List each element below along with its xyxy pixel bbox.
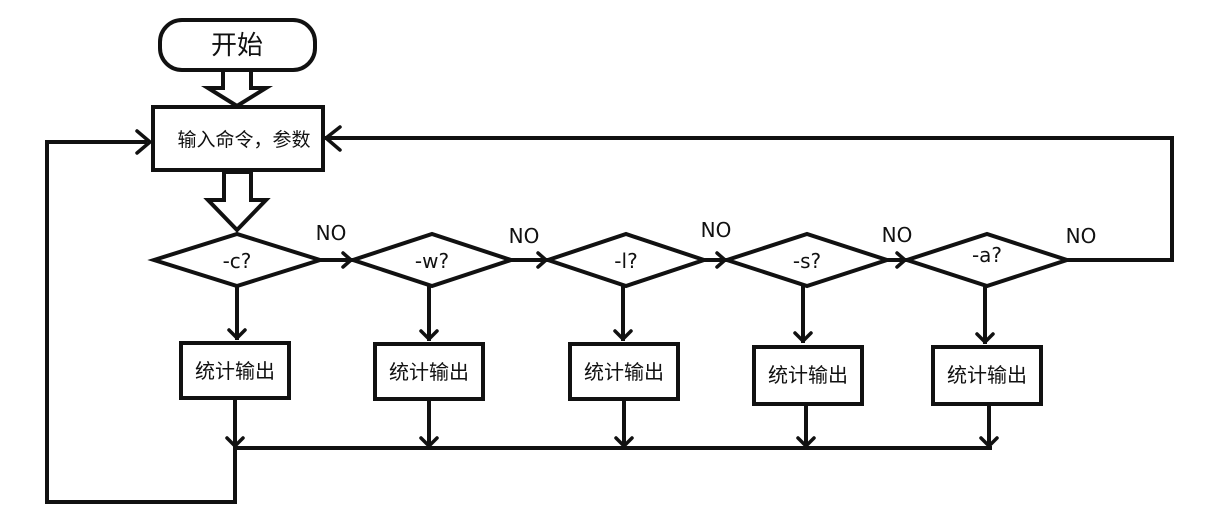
start-label: 开始: [211, 31, 263, 61]
no-arrowhead-s-a: [895, 251, 907, 269]
yes-arrowhead-c: [227, 328, 247, 340]
no-label-c: NO: [316, 221, 347, 245]
output-label-a: 统计输出: [947, 363, 1027, 387]
yes-arrowhead-a: [975, 332, 995, 344]
output-label-s: 统计输出: [768, 363, 848, 387]
left-loop-back-line: [45, 140, 237, 504]
output-label-l: 统计输出: [584, 360, 664, 384]
decision-a-label: -a?: [972, 243, 1002, 267]
yes-arrowhead-l: [613, 329, 633, 341]
output-box-a: [931, 345, 1043, 406]
left-loop-arrowhead: [135, 129, 152, 155]
decision-c-label: -c?: [223, 249, 252, 273]
start-to-input-arrow: [200, 68, 274, 109]
no-arrowhead-c-w: [341, 251, 353, 269]
decision-w-label: -w?: [415, 249, 449, 273]
yes-arrowhead-w: [419, 329, 439, 341]
yes-arrowhead-s: [793, 331, 813, 343]
output-box-s: [752, 345, 864, 406]
no-arrowhead-w-l: [536, 251, 548, 269]
decision-s-label: -s?: [793, 249, 821, 273]
no-loop-back-line: [325, 136, 1174, 262]
output-box-w: [373, 342, 485, 401]
no-arrowhead-l-s: [715, 251, 727, 269]
input-to-decision-arrow: [203, 170, 271, 233]
no-label-l: NO: [701, 218, 732, 242]
output-label-w: 统计输出: [389, 360, 469, 384]
input-box: [151, 105, 325, 172]
input-label: 输入命令，参数: [177, 129, 310, 151]
output-label-c: 统计输出: [195, 359, 275, 383]
no-loop-arrowhead: [324, 125, 342, 152]
decision-l-label: -l?: [614, 249, 637, 273]
no-label-a: NO: [1066, 224, 1097, 248]
no-label-w: NO: [509, 224, 540, 248]
no-label-s: NO: [882, 223, 913, 247]
